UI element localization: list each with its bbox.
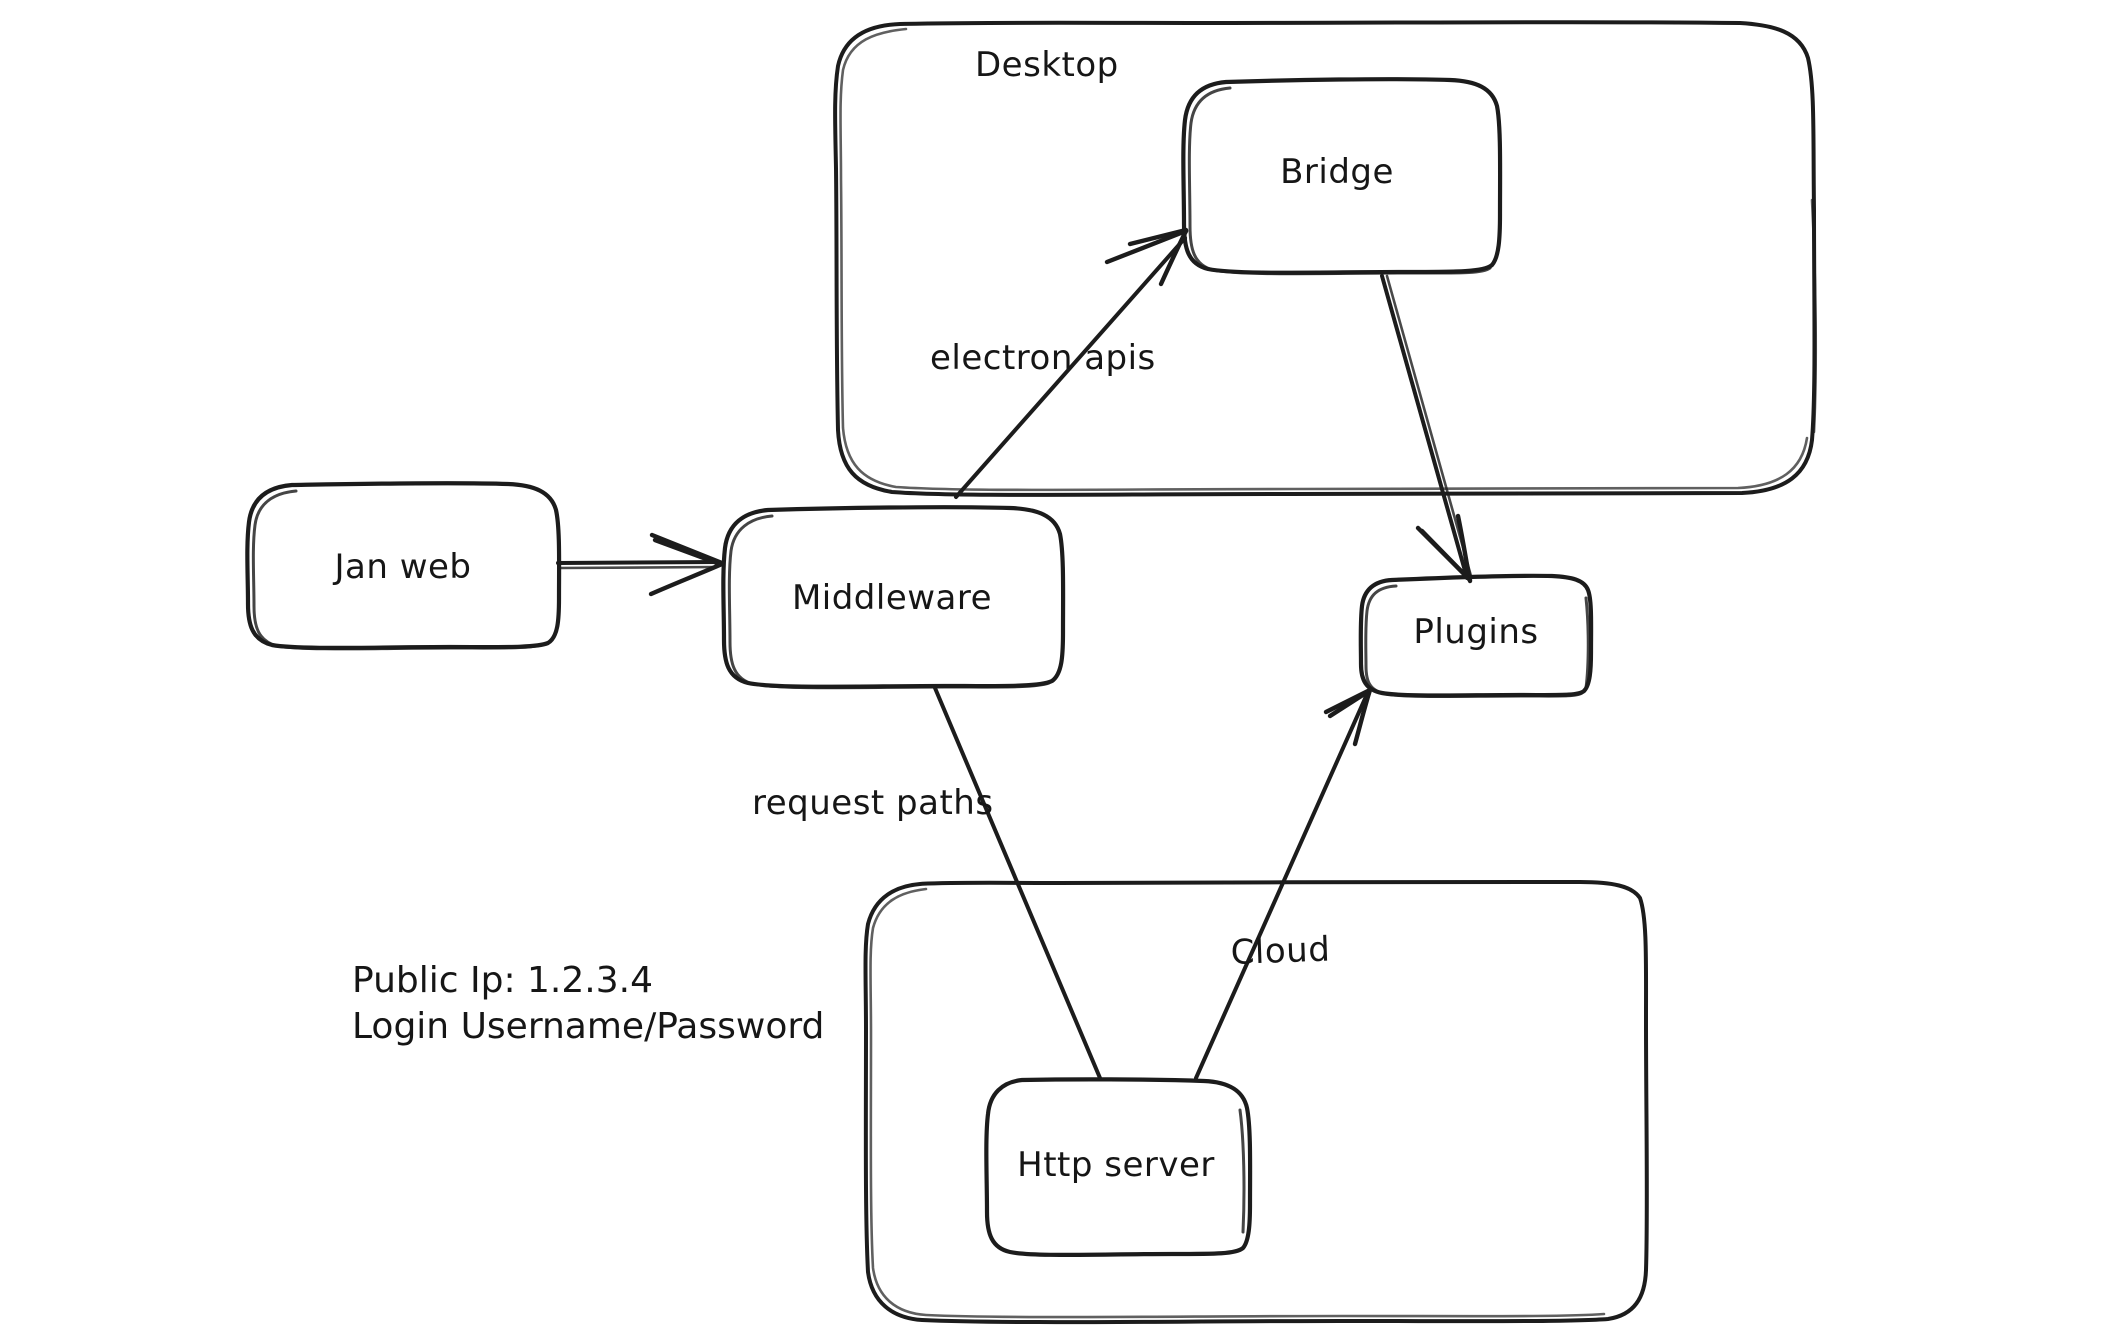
group-desktop[interactable] [833,20,1818,497]
note-line-public-ip: Public Ip: 1.2.3.4 [352,960,653,1001]
note-line-login: Login Username/Password [352,1006,825,1048]
edge-http-server-to-middleware[interactable] [933,686,1102,1080]
note-block-public-ip: Public Ip: 1.2.3.4 Login Username/Passwo… [352,958,824,1050]
group-label-desktop: Desktop [975,45,1119,85]
node-label-http-server: Http server [1017,1145,1215,1185]
edge-middleware-to-bridge[interactable] [954,227,1189,499]
node-http-server[interactable] [984,1077,1253,1257]
node-label-middleware: Middleware [791,578,993,618]
node-label-jan-web: Jan web [334,547,472,587]
node-label-plugins: Plugins [1413,612,1539,652]
node-middleware[interactable] [721,505,1066,690]
node-label-bridge: Bridge [1280,152,1394,192]
node-bridge[interactable] [1181,77,1503,276]
edge-http-server-to-plugins[interactable] [1194,687,1373,1080]
group-cloud[interactable] [863,879,1649,1325]
edge-label-request-paths: request paths [752,783,994,823]
node-plugins[interactable] [1358,573,1594,698]
group-label-cloud: Cloud [1230,929,1331,973]
node-jan-web[interactable] [245,481,562,651]
edge-jan-web-to-middleware[interactable] [556,532,725,597]
edge-bridge-to-plugins[interactable] [1380,274,1473,584]
edge-label-electron-apis: electron apis [930,338,1156,378]
